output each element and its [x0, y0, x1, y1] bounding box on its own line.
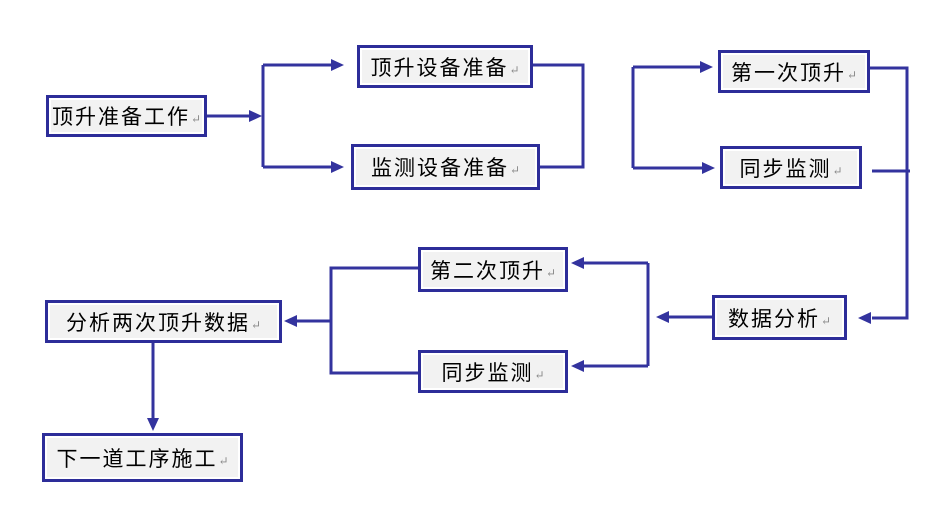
node-label: 数据分析 [727, 306, 820, 331]
paragraph-mark: ↵ [218, 453, 229, 468]
paragraph-mark: ↵ [509, 163, 521, 177]
node-label: 分析两次顶升数据 [65, 310, 250, 335]
node-label: 监测设备准备 [370, 156, 509, 180]
paragraph-mark: ↵ [545, 265, 557, 280]
node-synchronous-monitoring-1: 同步监测↵ [720, 146, 862, 189]
node-label: 第一次顶升 [730, 60, 846, 85]
node-analyze-two-jacking-data: 分析两次顶升数据↵ [45, 300, 282, 343]
connector-split-to-equipment [261, 59, 344, 173]
node-label: 顶升准备工作 [51, 105, 190, 129]
paragraph-mark: ↵ [250, 317, 262, 332]
node-label: 同步监测 [739, 156, 832, 181]
node-first-jacking: 第一次顶升↵ [718, 50, 870, 93]
connector-first-jacking-to-data-analysis [858, 66, 910, 324]
node-label: 第二次顶升 [429, 258, 545, 283]
connector-analysis-to-next-process [147, 343, 159, 431]
node-monitoring-equipment-preparation: 监测设备准备↵ [351, 144, 540, 190]
paragraph-mark: ↵ [534, 367, 545, 382]
node-data-analysis: 数据分析↵ [712, 295, 847, 340]
connector-merge-to-analysis [284, 266, 418, 375]
paragraph-mark: ↵ [820, 313, 832, 328]
paragraph-mark: ↵ [190, 112, 202, 126]
connector-prep-to-split [207, 110, 262, 122]
connector-split-to-first-jacking [631, 61, 715, 174]
node-second-jacking: 第二次顶升↵ [418, 247, 568, 292]
connector-data-analysis-to-split [656, 311, 712, 323]
node-synchronous-monitoring-2: 同步监测↵ [418, 350, 568, 393]
node-label: 顶升设备准备 [370, 55, 509, 80]
node-label: 下一道工序施工 [56, 446, 218, 471]
node-next-process-construction: 下一道工序施工↵ [42, 433, 243, 482]
connector-split-to-second-jacking [571, 257, 650, 372]
paragraph-mark: ↵ [846, 67, 858, 82]
paragraph-mark: ↵ [832, 163, 843, 178]
paragraph-mark: ↵ [509, 62, 520, 77]
node-jacking-preparation: 顶升准备工作↵ [46, 95, 207, 137]
node-label: 同步监测 [441, 360, 534, 385]
connector-equipment-merge-bracket [533, 63, 585, 169]
node-jacking-equipment-preparation: 顶升设备准备↵ [357, 45, 533, 88]
